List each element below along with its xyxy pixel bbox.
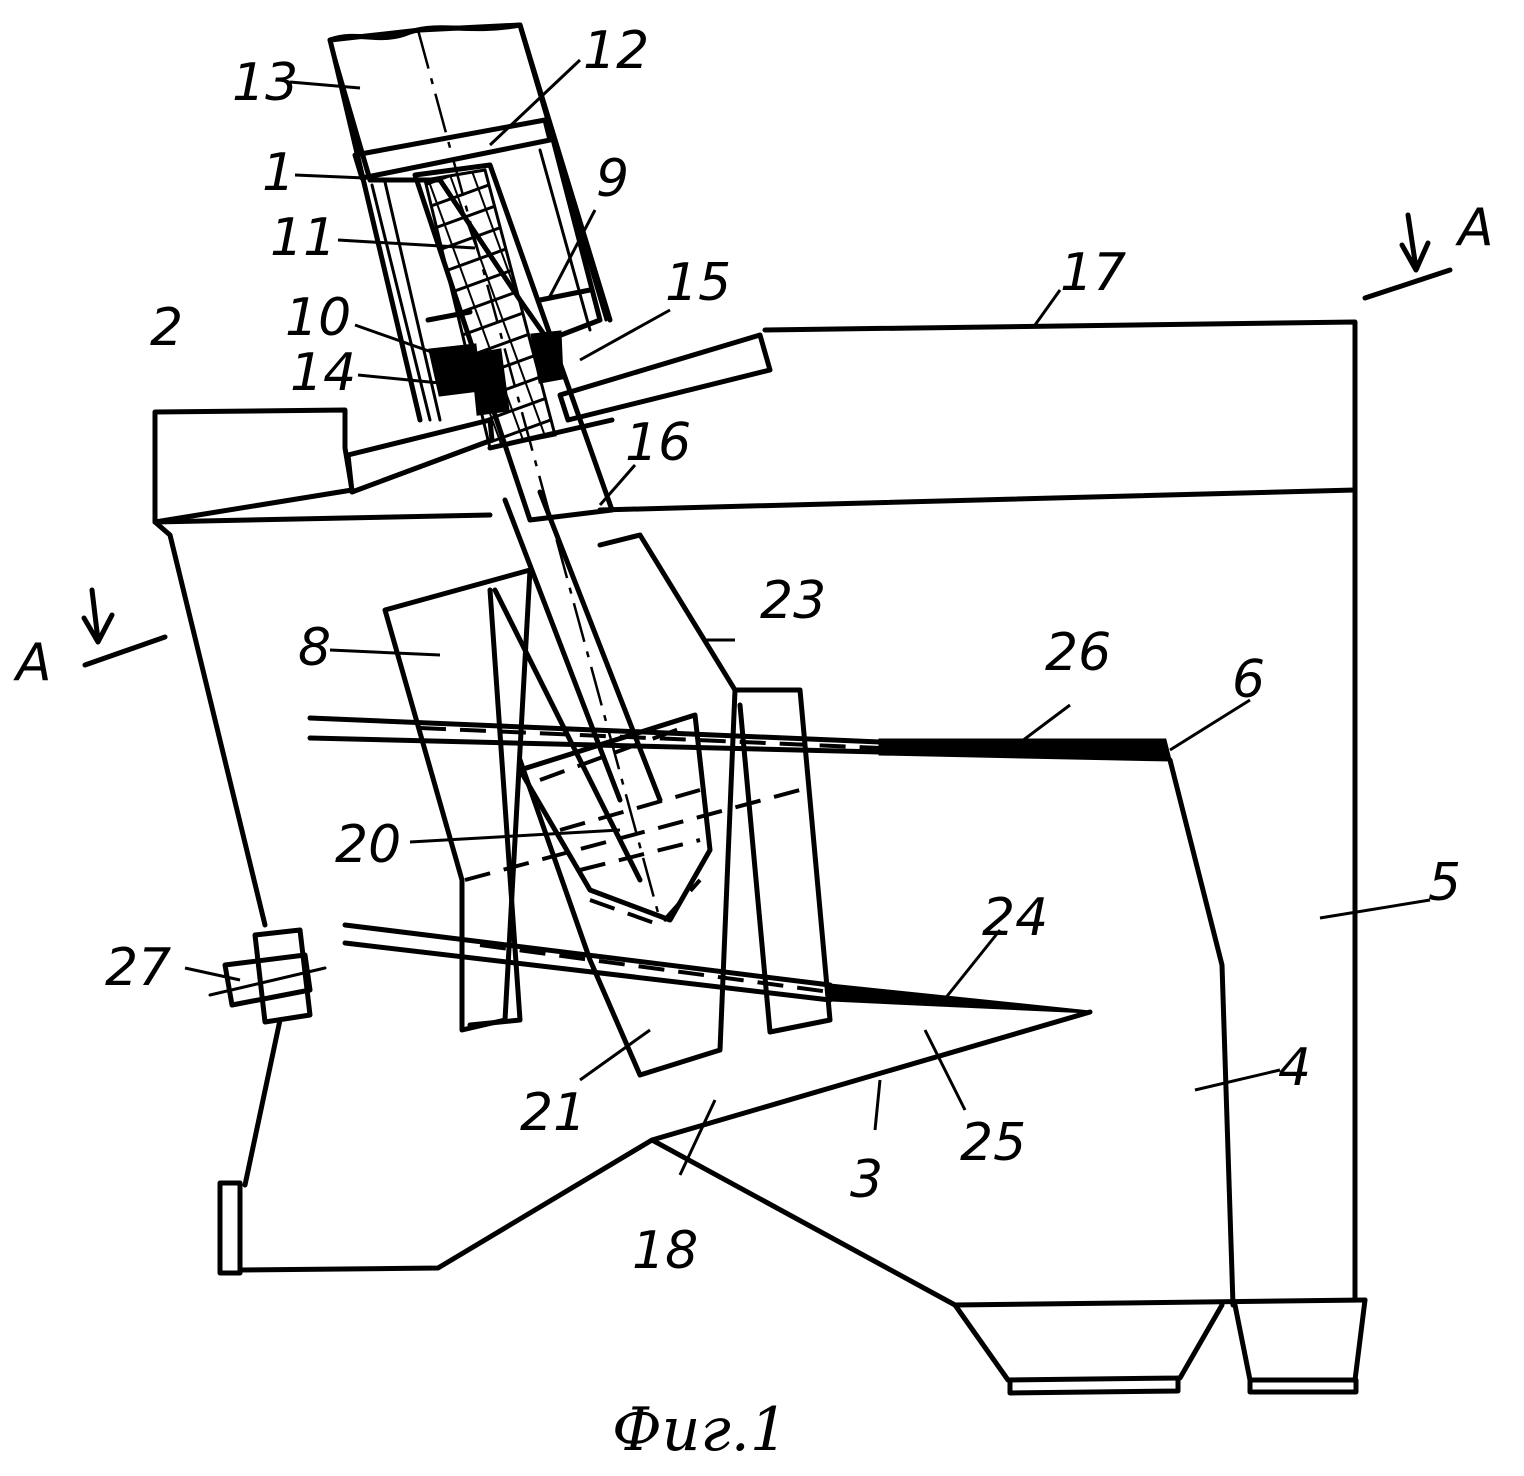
label-2: 2: [150, 298, 183, 358]
label-25: 25: [960, 1113, 1026, 1173]
label-16: 16: [625, 413, 691, 473]
part-labels: 13 12 1 11 9 10 14 15 17 2 16 23 8 26 6 …: [105, 21, 1461, 1281]
label-17: 17: [1060, 243, 1126, 303]
section-label-right: A: [1455, 198, 1494, 258]
section-label-left: A: [13, 633, 52, 693]
label-1: 1: [262, 143, 295, 203]
label-24: 24: [982, 888, 1048, 948]
label-11: 11: [270, 208, 336, 268]
label-27: 27: [105, 938, 171, 998]
label-13: 13: [232, 53, 298, 113]
label-14: 14: [290, 343, 356, 403]
label-3: 3: [850, 1150, 883, 1210]
label-26: 26: [1045, 623, 1111, 683]
label-8: 8: [298, 618, 331, 678]
label-9: 9: [596, 149, 629, 209]
label-21: 21: [520, 1083, 586, 1143]
label-5: 5: [1428, 853, 1461, 913]
label-15: 15: [665, 253, 731, 313]
section-mark-right: A: [1365, 198, 1494, 298]
label-6: 6: [1232, 650, 1265, 710]
label-10: 10: [285, 288, 351, 348]
label-12: 12: [583, 21, 649, 81]
label-23: 23: [760, 571, 826, 631]
label-20: 20: [335, 815, 401, 875]
label-4: 4: [1278, 1038, 1311, 1098]
figure-caption: Фиг.1: [612, 1395, 788, 1465]
section-mark-left: A: [13, 590, 165, 693]
label-18: 18: [632, 1221, 698, 1281]
